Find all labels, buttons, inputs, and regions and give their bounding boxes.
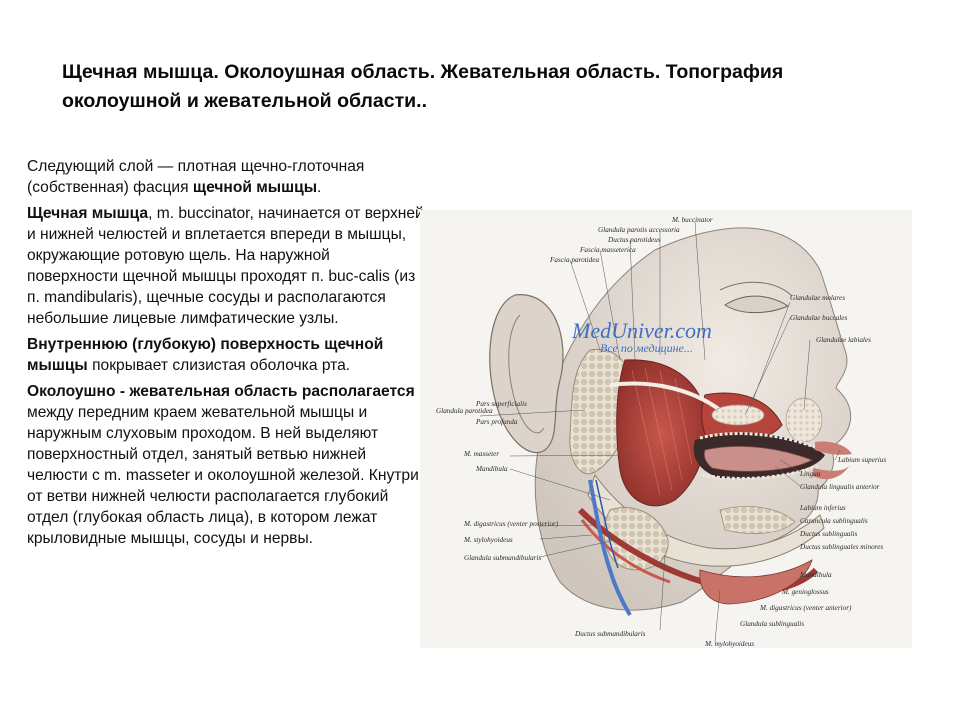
slide-title: Щечная мышца. Околоушная область. Жевате…	[62, 61, 784, 112]
sublingual-gland	[719, 506, 796, 534]
label-glandula-parotidea: Glandula parotidea	[436, 407, 493, 415]
buccal-glands	[711, 404, 765, 426]
label-mandibula-left: Mandibula	[475, 465, 508, 473]
ear	[489, 294, 564, 454]
label-digastricus-posterior: M. digastricus (venter posterior)	[463, 520, 559, 528]
eye	[724, 295, 790, 314]
watermark-sub: Все по медицине...	[600, 341, 693, 355]
vein	[588, 479, 632, 617]
label-stylohyoideus: M. stylohyoideus	[463, 536, 513, 544]
term-inner-surface: Внутреннюю (глубокую) поверхность щечной…	[27, 336, 384, 374]
label-ductus-submandibularis: Ductus submandibularis	[574, 630, 646, 638]
label-fascia-parotidea: Fascia parotidea	[549, 256, 599, 264]
label-fascia-masseterica: Fascia masseterica	[579, 246, 636, 254]
body-text: Следующий слой — плотная щечно-глоточная…	[27, 156, 425, 554]
label-glandula-lingualis: Glandula lingualis anterior	[800, 483, 880, 491]
label-ductus-sublingualis: Ductus sublingualis	[799, 530, 858, 538]
label-mandibula-right: Mandibula	[799, 571, 832, 579]
label-pars-superficialis: Pars superficialis	[475, 400, 527, 408]
labial-glands	[785, 397, 823, 443]
label-ductus-parotideus: Ductus parotideus	[607, 236, 661, 244]
label-m-masseter: M. masseter	[463, 450, 499, 458]
term-buccinator-muscle: Щечная мышца	[27, 205, 149, 222]
label-genioglossus: M. genioglossus	[781, 588, 829, 596]
label-mylohyoideus: M. mylohyoideus	[704, 640, 754, 648]
paragraph-inner-surface: Внутреннюю (глубокую) поверхность щечной…	[27, 336, 384, 374]
masseter-muscle	[616, 359, 708, 507]
paragraph-fascia: Следующий слой — плотная щечно-глоточная…	[27, 158, 365, 196]
paragraph-buccinator: Щечная мышца, m. buccinator, начинается …	[27, 205, 424, 327]
label-ductus-sublinguales-minores: Ductus sublinguales minores	[799, 543, 883, 551]
upper-lip	[815, 441, 852, 455]
label-pars-profunda: Pars profunda	[475, 418, 518, 426]
label-parotis-accessoria: Glandula parotis accessoria	[598, 226, 680, 234]
label-labium-superius: Labium superius	[837, 456, 886, 464]
paragraph-parotid-masseteric: Околоушно - жевательная область располаг…	[27, 383, 419, 547]
label-caruncula: Caruncula sublingualis	[800, 517, 868, 525]
label-glandulae-molares: Glandulae molares	[790, 294, 845, 302]
parotid-duct	[609, 381, 722, 412]
label-lingua: Lingua	[799, 470, 821, 478]
lower-lip	[813, 465, 850, 480]
anatomy-drawing: MedUniver.com Все по медицине... M. b	[436, 216, 886, 648]
term-parotid-masseteric: Околоушно - жевательная область располаг…	[27, 383, 415, 400]
label-labium-inferius: Labium inferius	[799, 504, 846, 512]
label-glandulae-labiales: Glandulae labiales	[816, 336, 871, 344]
mylohyoid	[699, 559, 813, 605]
watermark-main: MedUniver.com	[571, 318, 712, 343]
term-buccinator: щечной мышцы	[192, 179, 318, 196]
label-glandulae-buccales: Glandulae buccales	[790, 314, 847, 322]
anatomy-illustration: MedUniver.com Все по медицине... M. b	[420, 210, 912, 648]
label-glandula-sublingualis: Glandula sublingualis	[740, 620, 804, 628]
label-buccinator: M. buccinator	[671, 216, 713, 224]
label-glandula-submandibularis: Glandula submandibularis	[464, 554, 541, 562]
leader-lines	[479, 221, 841, 643]
label-digastricus-anterior: M. digastricus (venter anterior)	[759, 604, 852, 612]
